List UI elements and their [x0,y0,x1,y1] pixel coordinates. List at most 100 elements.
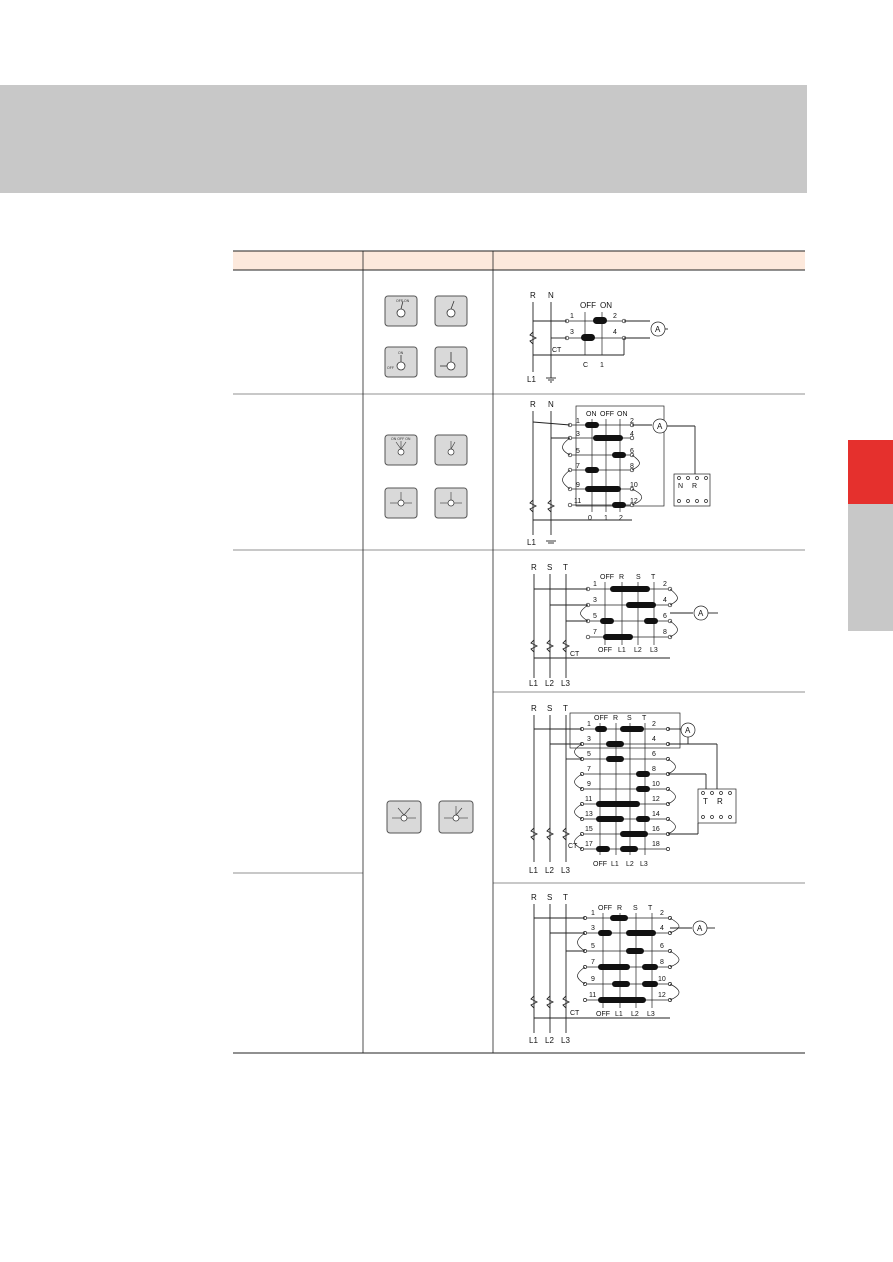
label-S: S [547,893,552,902]
knob-mark-on: ON [398,351,404,355]
ammeter-label: A [697,924,703,933]
switch-knob-icons-3 [386,800,474,834]
pos-l3: L3 [640,861,648,868]
line-L1: L1 [527,538,536,547]
state-off: OFF [600,411,614,418]
ct-label: CT [568,843,578,850]
pos-off: OFF [598,647,612,654]
pos-1: 1 [600,362,604,369]
line-L1: L1 [529,866,538,875]
pos-off: OFF [593,861,607,868]
ammeter-label: A [685,726,691,735]
label-T: T [563,704,568,713]
line-L1: L1 [527,375,536,384]
terminal-7: 7 [587,766,591,773]
terminal-10: 10 [630,482,638,489]
ct-label: CT [570,651,580,658]
pos-l1: L1 [611,861,619,868]
state-t: T [648,905,653,912]
pos-l2: L2 [634,647,642,654]
terminal-6: 6 [630,448,634,455]
state-r: R [619,574,624,581]
label-S: S [547,704,552,713]
terminal-1: 1 [587,721,591,728]
wiring-diagram-3: R S T OFF R S T 1 2 3 4 5 6 7 8 A [529,563,718,688]
terminal-9: 9 [576,482,580,489]
terminal-2: 2 [613,313,617,320]
terminal-1: 1 [591,910,595,917]
state-off: OFF [580,301,596,310]
state-off: OFF [600,574,614,581]
terminal-3: 3 [593,597,597,604]
terminal-2: 2 [630,418,634,425]
state-on-2: ON [617,411,628,418]
label-R: R [531,704,537,713]
terminal-14: 14 [652,811,660,818]
label-N: N [548,400,554,409]
terminal-4: 4 [613,329,617,336]
terminal-11: 11 [589,992,596,999]
terminal-5: 5 [593,613,597,620]
label-T: T [563,893,568,902]
terminal-5: 5 [591,943,595,950]
terminal-13: 13 [585,811,593,818]
terminal-11: 11 [585,796,592,803]
terminal-8: 8 [630,463,634,470]
state-off: OFF [594,715,608,722]
terminal-2: 2 [663,581,667,588]
pos-2: 2 [619,515,623,522]
section-tab-active[interactable] [848,440,893,504]
wiring-diagram-2: R N ON OFF ON 1 2 3 4 5 6 7 8 9 10 11 [527,400,711,547]
pos-1: 1 [604,515,608,522]
terminal-6: 6 [652,751,656,758]
terminal-4: 4 [663,597,667,604]
terminal-6: 6 [660,943,664,950]
relay-box [673,473,711,507]
state-t: T [651,574,656,581]
label-R: R [530,291,536,300]
state-t: T [642,715,647,722]
line-L1: L1 [529,679,538,688]
title-banner [0,85,807,193]
label-S: S [547,563,552,572]
terminal-7: 7 [576,463,580,470]
terminal-4: 4 [660,925,664,932]
ammeter-label: A [655,325,661,334]
terminal-15: 15 [585,826,593,833]
section-tab[interactable] [848,504,893,631]
terminal-1: 1 [593,581,597,588]
terminal-9: 9 [591,976,595,983]
label-R: R [531,563,537,572]
terminal-6: 6 [663,613,667,620]
box-label-T: T [703,797,708,806]
pos-l1: L1 [615,1011,623,1018]
knob-marks: OFF ON [396,299,410,303]
state-r: R [617,905,622,912]
pos-l3: L3 [650,647,658,654]
line-L3: L3 [561,866,570,875]
terminal-12: 12 [652,796,660,803]
pos-off: OFF [596,1011,610,1018]
terminal-4: 4 [630,431,634,438]
box-label-N: N [678,483,683,490]
pos-l3: L3 [647,1011,655,1018]
box-label-R: R [717,797,723,806]
terminal-3: 3 [591,925,595,932]
table-header-row [233,251,805,270]
state-on: ON [600,301,612,310]
terminal-10: 10 [652,781,660,788]
terminal-rows [583,916,672,1002]
knob-mark-off: OFF [387,366,394,370]
state-off: OFF [598,905,612,912]
terminal-8: 8 [663,629,667,636]
state-r: R [613,715,618,722]
line-L1: L1 [529,1036,538,1045]
ammeter-label: A [657,422,663,431]
wiring-diagram-1: R N OFF ON 1 2 3 4 A CT C 1 L1 [527,291,668,384]
terminal-2: 2 [660,910,664,917]
ammeter-label: A [698,609,704,618]
line-L2: L2 [545,866,554,875]
terminal-18: 18 [652,841,660,848]
pos-c: C [583,362,588,369]
